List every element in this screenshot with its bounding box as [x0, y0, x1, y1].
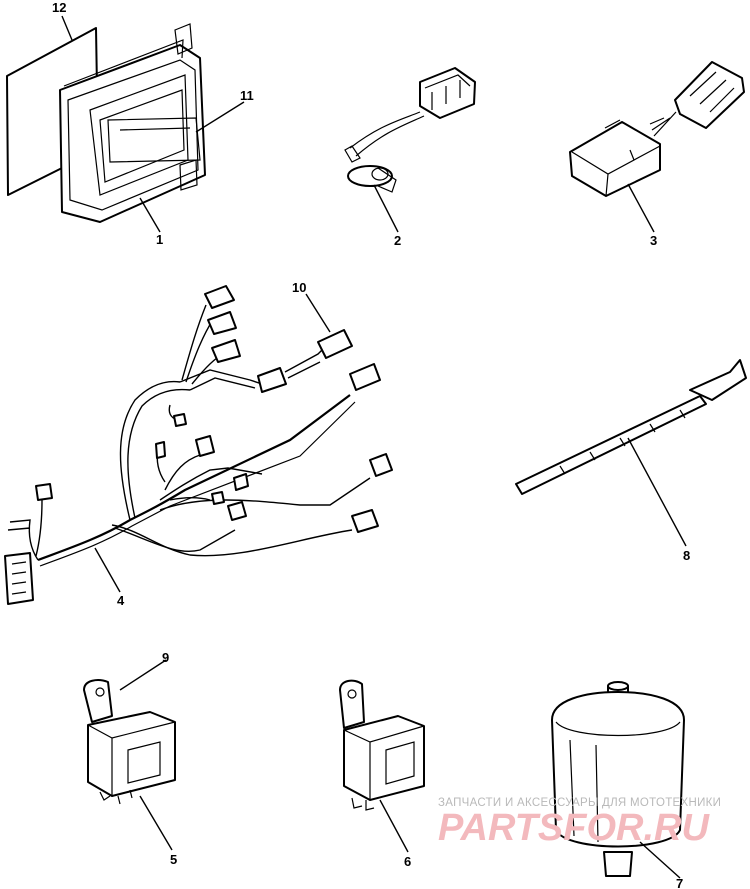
callout-2: 2: [394, 233, 401, 248]
leader-11: [195, 101, 245, 133]
leader-1: [139, 197, 161, 233]
part-6-relay: [339, 679, 425, 811]
callout-10: 10: [292, 280, 306, 295]
part-1-ecu: [59, 23, 206, 223]
callout-1: 1: [156, 232, 163, 247]
callout-3: 3: [650, 233, 657, 248]
part-7-fuel-filter: [551, 681, 685, 877]
leader-2: [373, 184, 399, 233]
leader-lines: [61, 15, 687, 879]
leader-6: [379, 799, 409, 853]
leader-9: [119, 659, 167, 691]
leader-8: [627, 437, 687, 547]
part-8-cable-tie: [515, 359, 747, 495]
part-4-wiring-harness: [4, 285, 393, 605]
watermark-brand: PARTSFOR.RU: [438, 807, 710, 849]
leader-12: [61, 15, 73, 41]
leader-10: [305, 293, 331, 333]
callout-5: 5: [170, 852, 177, 867]
watermark-tagline: ЗАПЧАСТИ И АКСЕССУАРЫ ДЛЯ МОТОТЕХНИКИ: [438, 797, 721, 809]
callout-12: 12: [52, 0, 66, 15]
callout-6: 6: [404, 854, 411, 869]
callout-8: 8: [683, 548, 690, 563]
callout-9: 9: [162, 650, 169, 665]
callout-11: 11: [240, 88, 254, 103]
watermark: ЗАПЧАСТИ И АКСЕССУАРЫ ДЛЯ МОТОТЕХНИКИ PA…: [438, 797, 721, 849]
part-2-sensor: [344, 67, 476, 193]
leader-5: [139, 795, 173, 851]
callout-4: 4: [117, 593, 125, 608]
callout-labels: 12 1 11 2 3 10 4 8 9 5 6 7: [52, 0, 690, 889]
callout-7: 7: [676, 876, 683, 889]
leader-7: [639, 841, 681, 879]
leader-3: [627, 183, 655, 233]
part-5-relay: [83, 679, 176, 805]
part-3-module: [569, 61, 745, 197]
leader-4: [94, 547, 121, 593]
